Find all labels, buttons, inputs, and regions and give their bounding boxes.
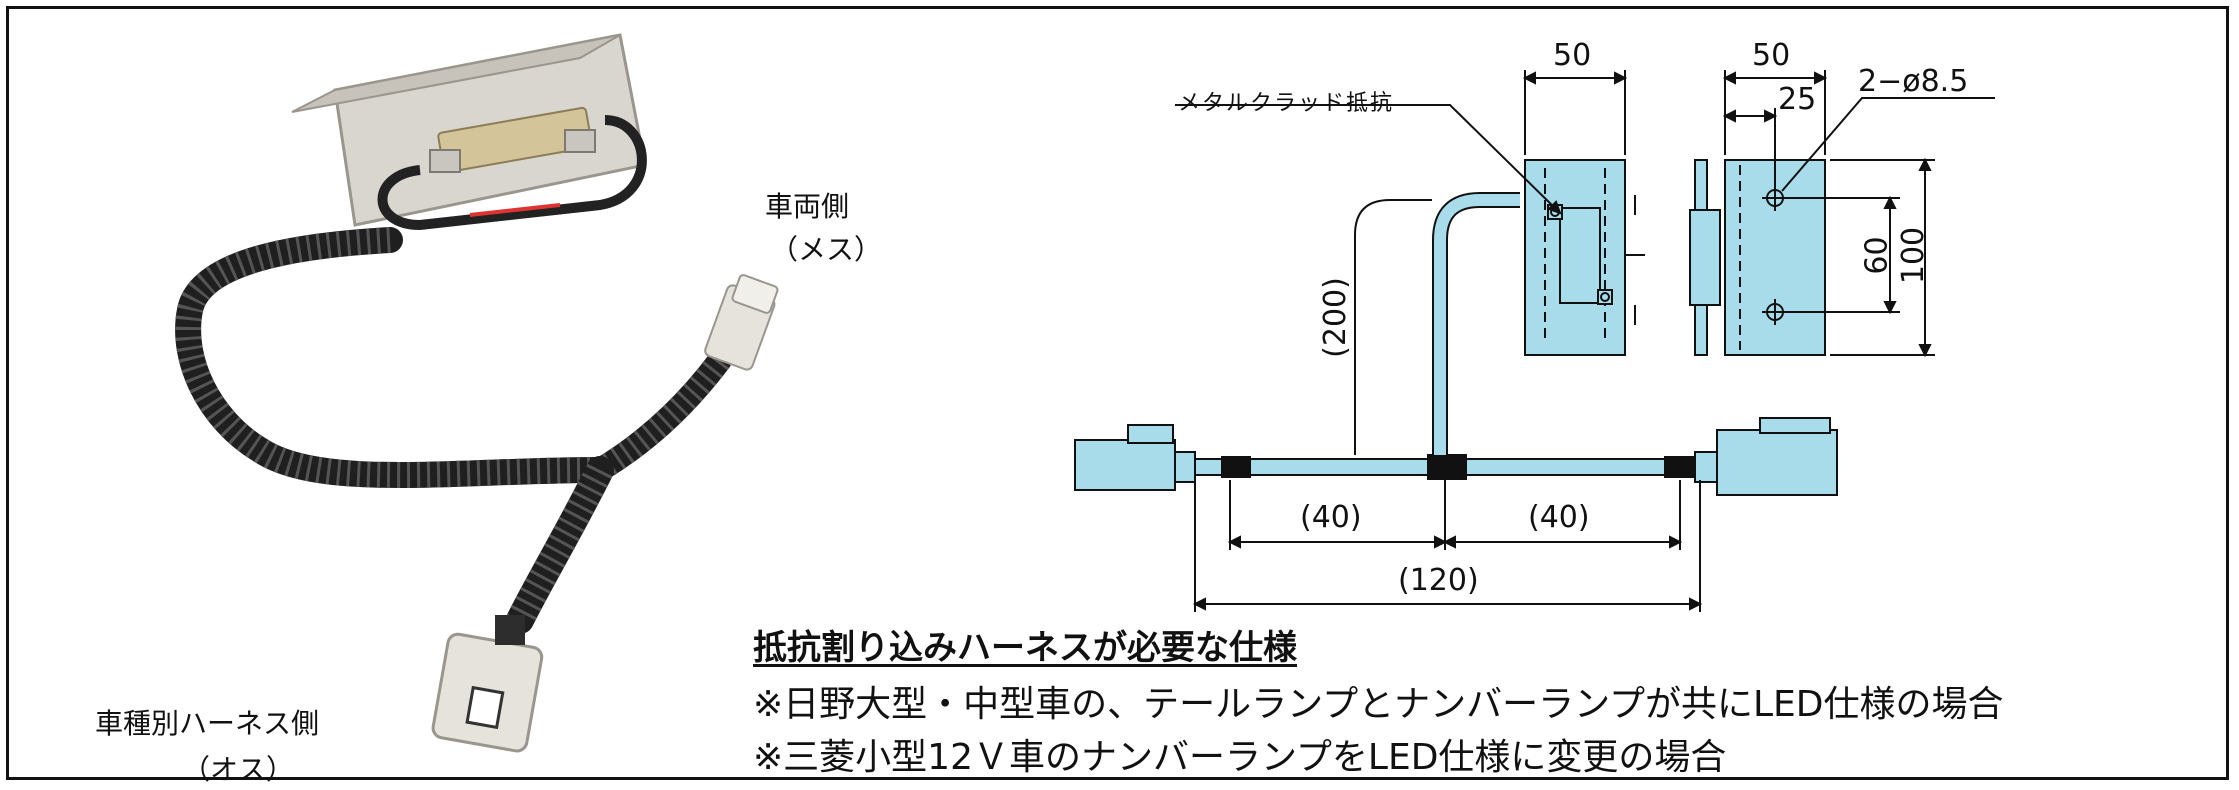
note-line-1: ※日野大型・中型車の、テールランプとナンバーランプが共にLED仕様の場合: [753, 684, 2004, 725]
branch-cable: [1432, 192, 1520, 455]
left-connector-latch: [1127, 424, 1174, 444]
resistor-clip: [429, 149, 461, 173]
dim-holes: 2−ø8.5: [1858, 64, 1969, 99]
vehicle-side-label: 車両側: [765, 190, 850, 223]
corrugated-tube-ridges: [175, 227, 601, 488]
heat-shrink-right: [1664, 456, 1694, 478]
left-connector-neck: [1174, 451, 1196, 483]
figure-border: [6, 6, 2229, 780]
note-line-2: ※三菱小型12Ｖ車のナンバーランプをLED仕様に変更の場合: [753, 737, 1727, 778]
notes-title: 抵抗割り込みハーネスが必要な仕様: [753, 628, 1297, 668]
dim-width-left: 50: [1553, 38, 1592, 73]
heat-shrink-left: [1221, 456, 1251, 478]
resistor-loop-cable: [377, 115, 647, 231]
harness-side-label: 車種別ハーネス側: [95, 707, 320, 740]
dim-hole-pitch: 60: [1859, 236, 1895, 275]
dim-branch: (200): [1317, 277, 1353, 358]
vehicle-side-sublabel: （メス）: [770, 233, 883, 266]
left-connector-body: [1074, 439, 1176, 491]
right-connector-body: [1716, 429, 1838, 496]
dim-total: (120): [1398, 563, 1479, 598]
dim-left-segment: (40): [1300, 500, 1362, 535]
dim-width-right: 50: [1752, 38, 1791, 73]
resistor-element: [1559, 207, 1601, 304]
right-connector-latch: [1759, 417, 1831, 434]
harness-side-sublabel: （オス）: [182, 753, 295, 786]
bracket-flange: [291, 34, 621, 113]
branch-to-vehicle-ridges: [593, 352, 730, 481]
resistor-label: メタルクラッド抵抗: [1178, 91, 1395, 116]
red-wire: [469, 203, 561, 217]
dim-right-segment: (40): [1528, 500, 1590, 535]
right-connector-neck: [1694, 451, 1718, 483]
resistor-clip: [564, 129, 596, 153]
heat-shrink-center: [1427, 454, 1467, 480]
branch-to-harness: [506, 456, 614, 634]
dim-hole-offset: 25: [1778, 82, 1817, 117]
dim-height: 100: [1896, 226, 1932, 285]
